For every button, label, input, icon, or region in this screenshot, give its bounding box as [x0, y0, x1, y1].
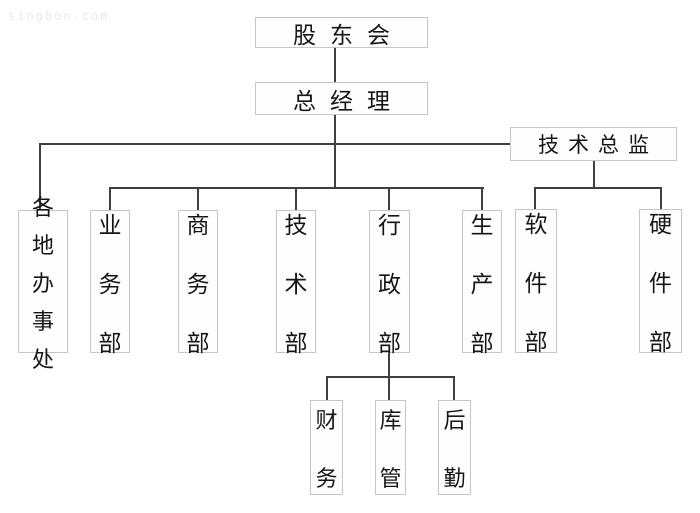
node-business-dept: 业务部	[90, 210, 130, 356]
node-administration-dept: 行政部	[369, 210, 410, 356]
connector-yingjian-drop	[660, 187, 662, 209]
connector-houqin-drop	[453, 376, 455, 400]
node-production-dept: 生产部	[462, 210, 502, 356]
connector-offices-drop	[39, 143, 41, 210]
connector-level1-horizontal	[39, 143, 510, 145]
node-logistics: 后勤	[438, 400, 471, 495]
connector-shareholders-gm	[334, 48, 336, 82]
connector-ruanjian-drop	[534, 187, 536, 209]
node-commerce-dept: 商务部	[178, 210, 218, 356]
node-technical-director: 技术总监	[510, 127, 677, 161]
connector-cto-drop	[593, 161, 595, 189]
connector-yewu-drop	[109, 187, 111, 210]
node-general-manager: 总经理	[255, 82, 428, 115]
connector-caiwu-drop	[326, 376, 328, 400]
connector-sub-bus	[326, 376, 455, 378]
node-hardware-dept: 硬件部	[639, 209, 682, 355]
connector-cto-bus	[534, 187, 662, 189]
connector-shengchan-drop	[481, 187, 483, 210]
connector-xingzheng-drop	[388, 187, 390, 210]
node-shareholders: 股东会	[255, 17, 428, 48]
connector-shangwu-drop	[197, 187, 199, 210]
node-finance: 财务	[310, 400, 343, 495]
connector-jishu-drop	[295, 187, 297, 210]
connector-gm-drop	[334, 115, 336, 188]
node-technology-dept: 技术部	[276, 210, 316, 356]
node-regional-offices: 各地办事处	[18, 195, 68, 372]
node-software-dept: 软件部	[515, 209, 557, 355]
watermark-text: singbon.com	[8, 9, 110, 23]
node-warehouse: 库管	[375, 400, 406, 495]
